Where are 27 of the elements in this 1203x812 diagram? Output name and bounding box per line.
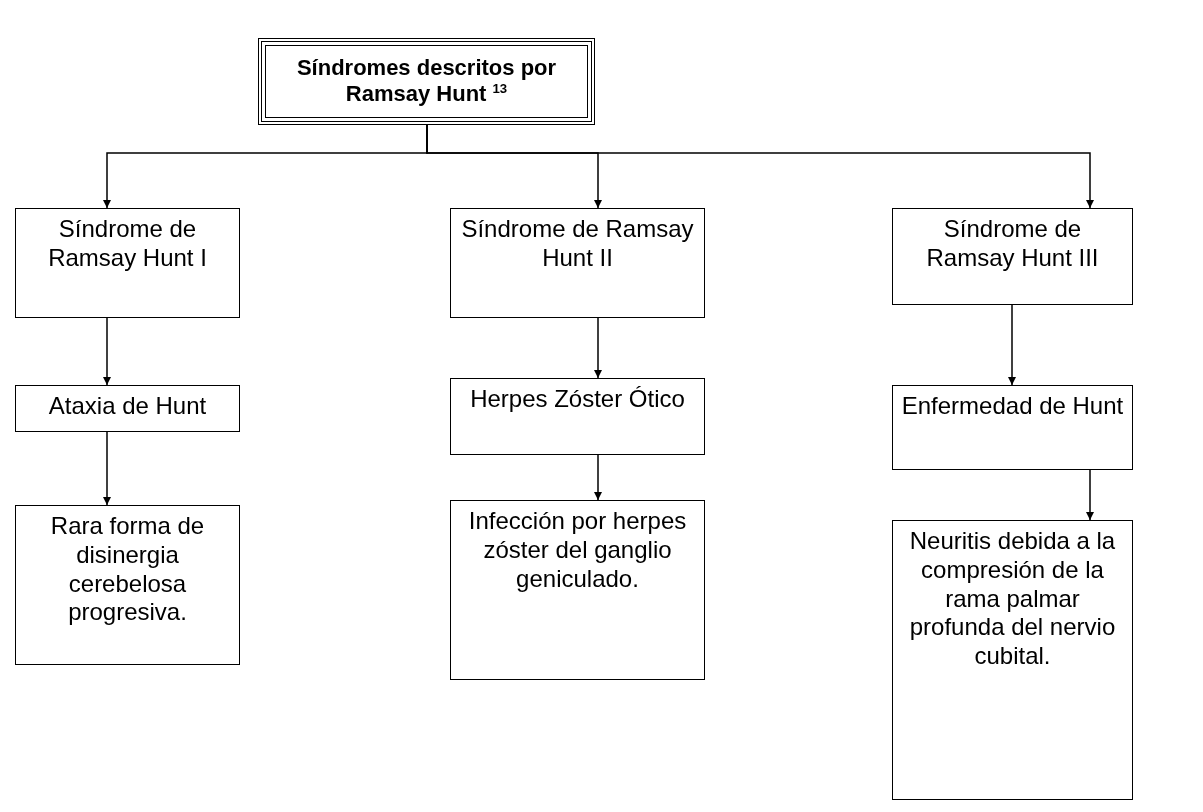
process-box — [15, 385, 240, 432]
process-box — [892, 520, 1133, 800]
box-text: Enfermedad de Hunt — [901, 392, 1124, 421]
arrow — [103, 317, 111, 386]
box-text: Rara forma de disinergia cerebelosa progresiva. — [49, 512, 206, 628]
arrow — [594, 317, 602, 379]
box-text: Infección por herpes zóster del ganglio geniculado. — [467, 507, 688, 594]
process-box — [15, 208, 240, 318]
box-text: Síndrome de Ramsay Hunt II — [460, 215, 695, 273]
box-text: Herpes Zóster Ótico — [470, 385, 685, 414]
box-text: Neuritis debida a la compresión de la rama palmar profunda del nervio cubital. — [908, 527, 1117, 671]
arrow — [594, 454, 602, 501]
process-box — [15, 505, 240, 665]
box-text: Ataxia de Hunt — [48, 392, 207, 421]
process-box — [450, 500, 705, 680]
process-box — [892, 208, 1133, 305]
arrow — [1008, 304, 1016, 386]
process-box — [450, 208, 705, 318]
box-text: Síndrome de Ramsay Hunt I — [47, 215, 208, 273]
title-text: Síndromes descritos por Ramsay Hunt $^{13}$ — [295, 54, 558, 109]
box-text: Síndrome de Ramsay Hunt III — [925, 215, 1100, 273]
arrow — [103, 431, 111, 506]
arrow — [1086, 469, 1094, 521]
title-box — [258, 38, 595, 125]
process-box — [892, 385, 1133, 470]
process-box — [450, 378, 705, 455]
arrow — [426, 124, 1094, 209]
